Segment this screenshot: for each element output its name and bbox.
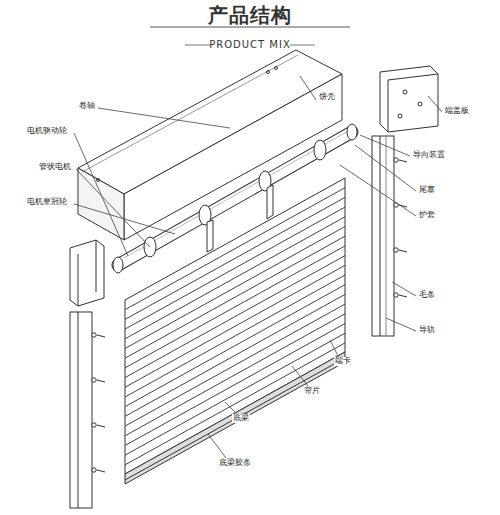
part-label: 管状电机 (38, 163, 72, 172)
slat-line (125, 188, 345, 310)
part-label: 毛条 (418, 291, 436, 300)
part-label: 护套 (418, 211, 436, 220)
slat-line (125, 324, 345, 446)
part-label: 尾塞 (418, 186, 436, 195)
screw (394, 293, 398, 297)
screw-shank (97, 470, 105, 472)
screw-shank (97, 380, 105, 382)
screw (394, 248, 398, 252)
part-label: 端卡 (334, 357, 352, 366)
slat-line (125, 217, 345, 339)
slat-line (125, 236, 345, 358)
slat-line (125, 285, 345, 407)
screw (92, 378, 96, 382)
slat-line (125, 333, 345, 455)
part-label: 帘片 (303, 387, 321, 396)
screw (92, 423, 96, 427)
part-label: 底梁胶条 (218, 459, 252, 468)
screw (92, 468, 96, 472)
slat-line (125, 256, 345, 378)
slat-line (125, 294, 345, 416)
part-label: 底梁 (232, 414, 250, 423)
screw-shank (399, 250, 407, 252)
slat-line (125, 197, 345, 319)
slat-line (125, 246, 345, 368)
part-label: 导轨 (418, 326, 436, 335)
screw-shank (399, 295, 407, 297)
screw-shank (97, 425, 105, 427)
screw (92, 333, 96, 337)
screw-shank (399, 160, 407, 162)
slat-line (125, 227, 345, 349)
screw (394, 158, 398, 162)
part-label: 电机驱动轮 (26, 127, 68, 136)
title: 产品结构 (208, 4, 292, 26)
slat-line (125, 343, 345, 465)
part-label: 卷轴 (78, 102, 96, 111)
part-label: 导向装置 (412, 151, 446, 160)
slat-line (125, 265, 345, 387)
screw-shank (97, 335, 105, 337)
part-label: 饼壳 (318, 93, 336, 102)
subtitle: PRODUCT MIX (209, 39, 291, 50)
part-label: 电机皇冠轮 (26, 198, 68, 207)
slat-line (125, 207, 345, 329)
part-label: 端盖板 (444, 107, 470, 116)
slat-line (125, 304, 345, 426)
